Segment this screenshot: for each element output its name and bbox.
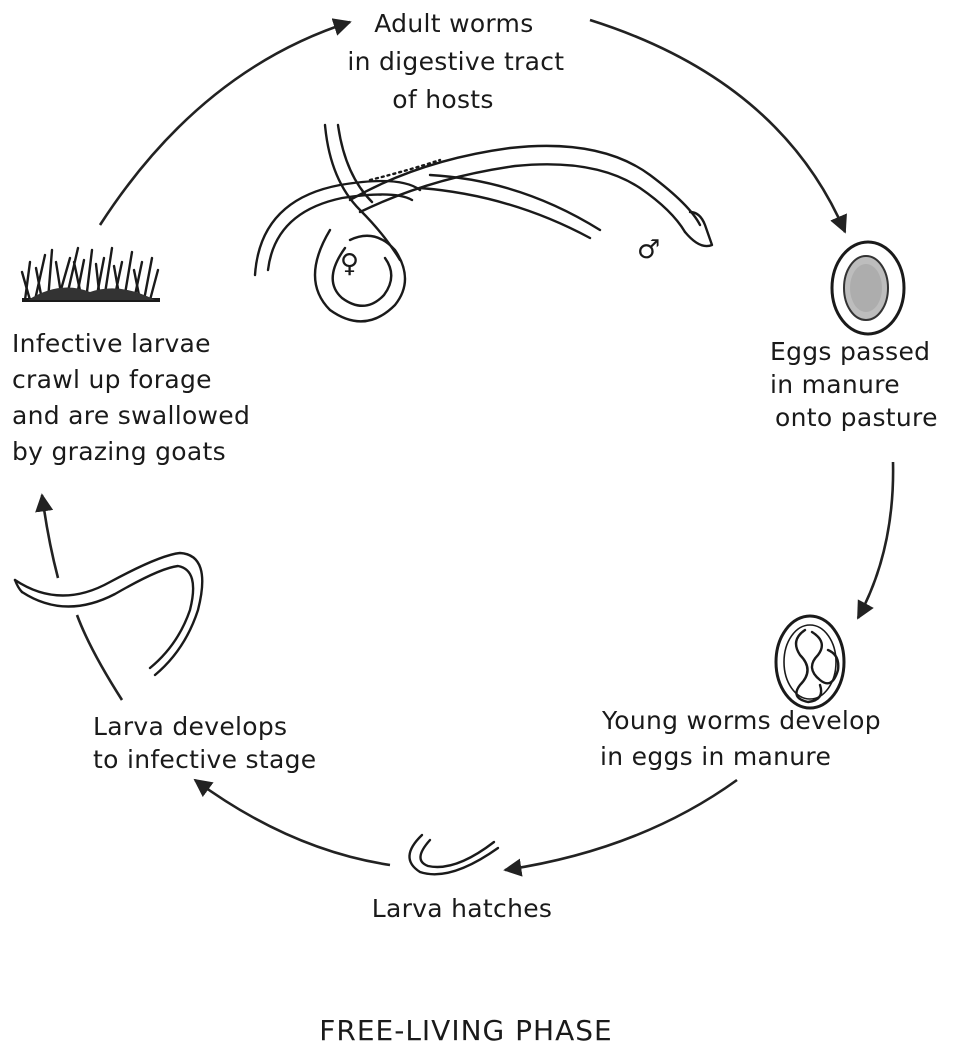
larva-hatches-label: Larva hatches [372,894,552,923]
infective-larvae-line-1: Infective larvae [12,329,211,358]
arrow-hatch-to-develops [195,780,390,865]
eggs-passed-line-1: Eggs passed [770,337,930,366]
phase-label: FREE-LIVING PHASE [319,1014,612,1047]
infective-larvae-line-4: by grazing goats [12,437,226,466]
arrow-develops-to-infective-head [42,495,58,578]
female-symbol: ♀ [340,249,359,279]
young-worms-label: Young worms develop in eggs in manure [600,706,889,771]
larva-develops-label: Larva develops to infective stage [93,712,316,774]
eggs-passed-label: Eggs passed in manure onto pasture [770,337,939,432]
eggs-passed-line-3: onto pasture [775,403,938,432]
arrow-infective-to-adult [100,22,350,225]
adult-worms-label: Adult worms in digestive tract of hosts [347,9,572,114]
adult-worms-line-3: of hosts [392,85,493,114]
eggs-passed-line-2: in manure [770,370,900,399]
arrow-eggs-to-young [858,462,893,618]
young-worms-line-2: in eggs in manure [600,742,831,771]
infective-larvae-label: Infective larvae crawl up forage and are… [12,329,258,466]
arrow-young-to-hatch [505,780,737,870]
adult-worms-line-2: in digestive tract [347,47,564,76]
larva-develops-line-1: Larva develops [93,712,287,741]
infective-larva-illustration [15,553,202,675]
male-symbol: ♂ [637,235,660,265]
egg-illustration [832,242,904,334]
larva-develops-line-2: to infective stage [93,745,316,774]
young-worms-line-1: Young worms develop [601,706,881,735]
infective-larvae-line-2: crawl up forage [12,365,212,394]
adult-worms-line-1: Adult worms [374,9,533,38]
arrow-develops-to-infective [77,615,122,700]
larva-hatches-line-1: Larva hatches [372,894,552,923]
adult-worms-illustration: ♀ ♂ [255,125,712,321]
arrow-adult-to-eggs [590,20,845,232]
grass-illustration [22,248,160,300]
egg-with-young-worm-illustration [776,616,844,708]
infective-larvae-line-3: and are swallowed [12,401,250,430]
hatched-larva-illustration [409,835,498,874]
